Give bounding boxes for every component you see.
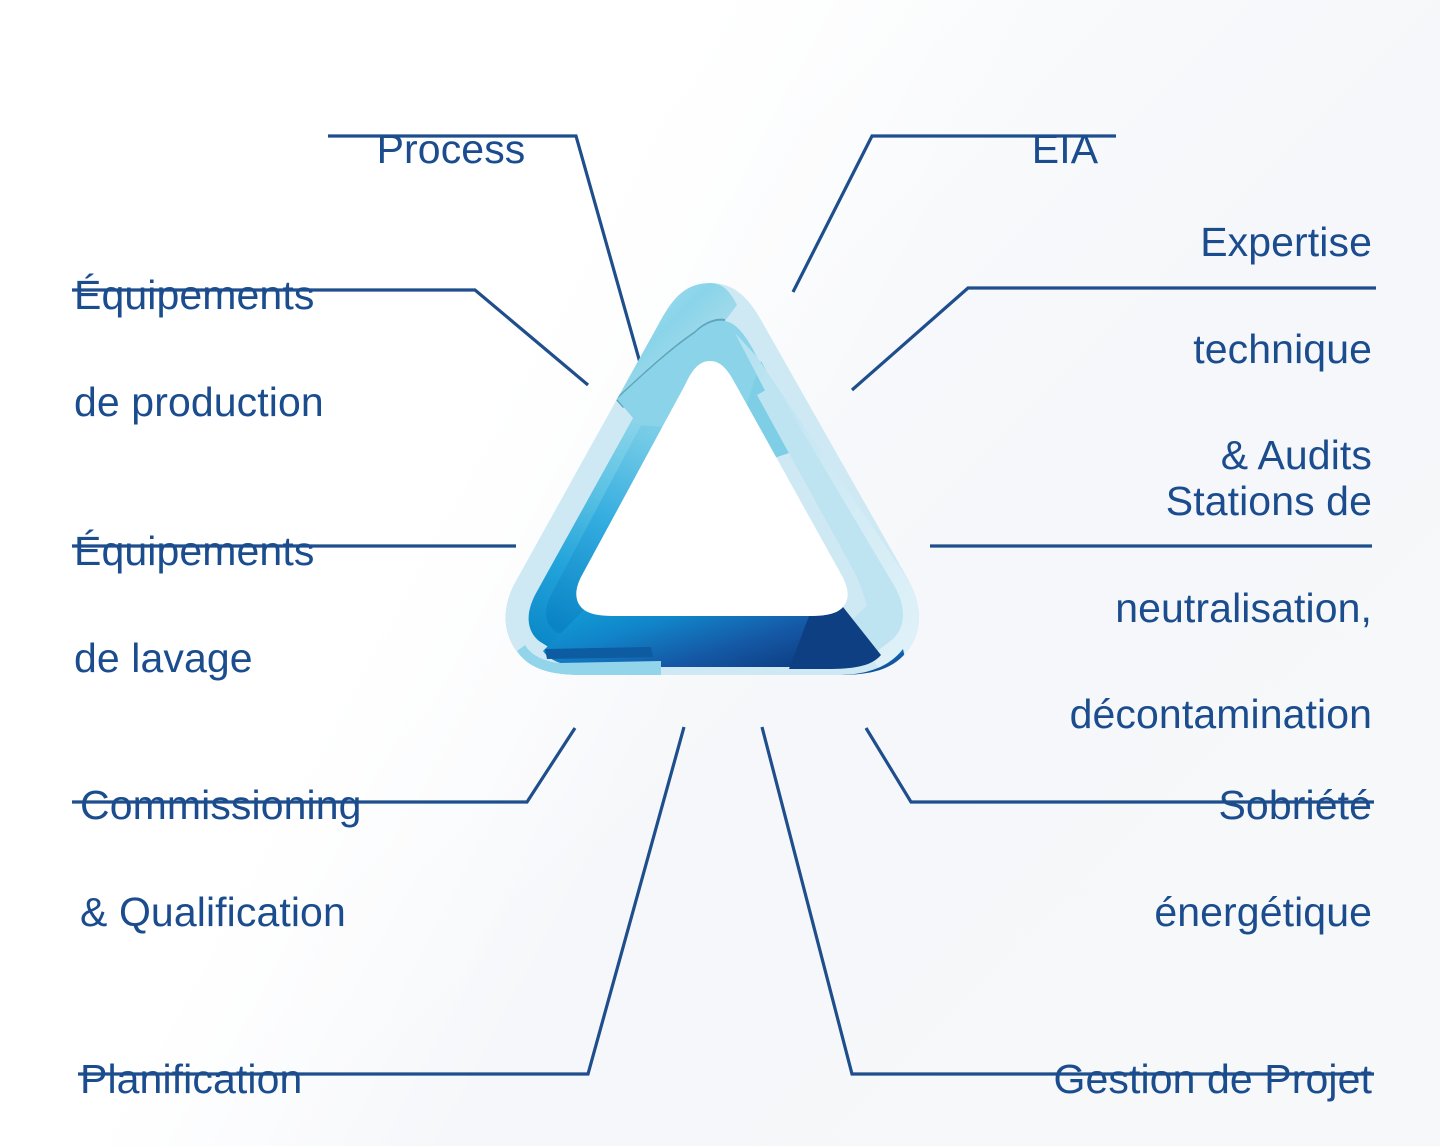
label-sobriete-energetique[interactable]: Sobriété énergétique xyxy=(972,726,1372,992)
label-equipements-de-production[interactable]: Équipements de production xyxy=(74,216,494,482)
label-commissioning-qualification[interactable]: Commissioning & Qualification xyxy=(80,726,510,992)
label-eia-text: EIA xyxy=(1031,126,1099,173)
label-equipements-de-lavage-line1: Équipements xyxy=(74,528,315,575)
label-process[interactable]: Process xyxy=(326,70,576,177)
label-planification-text: Planification xyxy=(80,1056,303,1103)
label-expertise-technique-line2: technique xyxy=(1193,325,1372,372)
label-sobriete-line2: énergétique xyxy=(1154,888,1372,935)
label-eia[interactable]: EIA xyxy=(940,70,1190,177)
label-equipements-de-production-line2: de production xyxy=(74,378,324,425)
logo-bottom-fold xyxy=(545,647,653,659)
logo-ribbon xyxy=(505,283,920,675)
label-gestion-de-projet[interactable]: Gestion de Projet xyxy=(932,1000,1372,1146)
label-commissioning-line2: & Qualification xyxy=(80,888,346,935)
logo-inner-hole xyxy=(576,361,848,616)
logo-bottom-dark-wedge xyxy=(789,607,881,669)
label-equipements-de-production-line1: Équipements xyxy=(74,272,315,319)
label-expertise-technique-audits[interactable]: Expertise technique & Audits xyxy=(912,163,1372,536)
rounded-triangle-ribbon-logo xyxy=(505,283,920,675)
label-process-text: Process xyxy=(376,126,526,173)
label-commissioning-line1: Commissioning xyxy=(80,782,362,829)
label-expertise-technique-line3: & Audits xyxy=(1220,432,1372,479)
label-expertise-technique-line1: Expertise xyxy=(1200,219,1372,266)
label-sobriete-line1: Sobriété xyxy=(1218,782,1372,829)
logo-right-face xyxy=(757,385,904,653)
label-gestion-de-projet-text: Gestion de Projet xyxy=(1053,1056,1372,1103)
label-stations-line1: Stations de xyxy=(1165,478,1372,525)
label-stations-line3: décontamination xyxy=(1069,691,1372,738)
label-stations-neutralisation-decontamination[interactable]: Stations de neutralisation, décontaminat… xyxy=(902,422,1372,795)
label-stations-line2: neutralisation, xyxy=(1115,584,1372,631)
label-planification[interactable]: Planification xyxy=(80,1000,500,1146)
label-equipements-de-lavage[interactable]: Équipements de lavage xyxy=(74,472,504,738)
logo-bottomleft-pale xyxy=(517,645,661,675)
label-equipements-de-lavage-line2: de lavage xyxy=(74,634,253,681)
